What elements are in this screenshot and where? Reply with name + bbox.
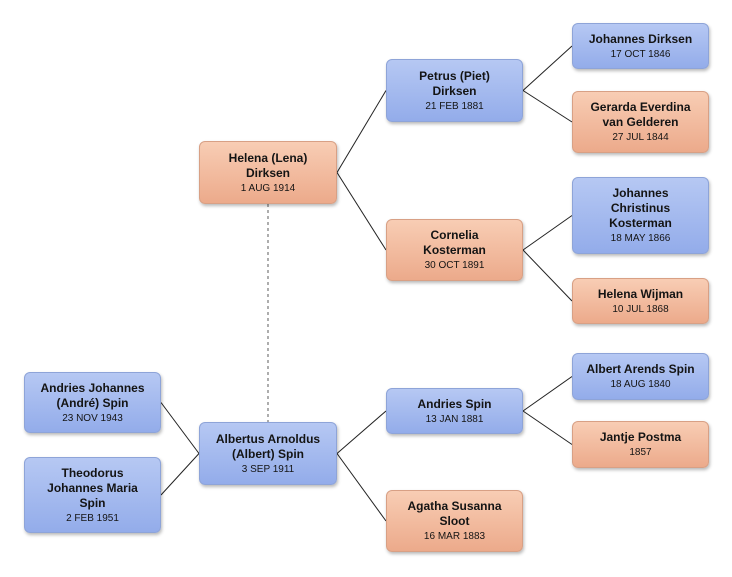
person-birth-date: 18 AUG 1840	[610, 379, 671, 390]
person-birth-date: 30 OCT 1891	[424, 260, 485, 271]
relation-line	[522, 90, 573, 123]
person-birth-date: 1 AUG 1914	[240, 182, 296, 194]
relation-line	[522, 376, 573, 412]
person-andries-spin[interactable]: Andries Spin 13 JAN 1881	[386, 388, 523, 434]
person-name-line: Jantje Postma	[599, 430, 682, 444]
person-name-line: Christinus	[610, 201, 671, 215]
relation-line	[336, 453, 387, 522]
relation-line	[160, 453, 200, 496]
person-name-line: Theodorus	[61, 465, 124, 480]
person-name-line: van Gelderen	[602, 115, 679, 129]
person-petrus-dirksen[interactable]: Petrus (Piet)Dirksen 21 FEB 1881	[386, 59, 523, 122]
person-name-line: Albert Arends Spin	[586, 362, 695, 376]
person-name-line: Cornelia	[430, 228, 479, 242]
person-name-line: Gerarda Everdina	[590, 100, 691, 114]
person-helena-wijman[interactable]: Helena Wijman 10 JUL 1868	[572, 278, 709, 324]
person-birth-date: 16 MAR 1883	[423, 531, 486, 542]
person-albertus-arnoldus-spin[interactable]: Albertus Arnoldus(Albert) Spin 3 SEP 1911	[199, 422, 337, 485]
relation-line	[336, 410, 387, 454]
person-name-line: Johannes	[612, 186, 669, 200]
person-name-line: Helena (Lena)	[228, 150, 308, 165]
person-johannes-dirksen[interactable]: Johannes Dirksen 17 OCT 1846	[572, 23, 709, 69]
person-birth-date: 27 JUL 1844	[612, 132, 669, 143]
person-name-line: Kosterman	[423, 243, 486, 257]
person-name-line: Andries Johannes	[40, 380, 145, 395]
person-name-line: (Albert) Spin	[232, 446, 304, 461]
person-birth-date: 18 MAY 1866	[610, 233, 671, 244]
person-jantje-postma[interactable]: Jantje Postma 1857	[572, 421, 709, 468]
person-birth-date: 17 OCT 1846	[610, 48, 671, 60]
person-birth-date: 2 FEB 1951	[66, 512, 119, 524]
person-name-line: Helena Wijman	[597, 286, 684, 301]
person-birth-date: 1857	[629, 447, 652, 458]
person-name-line: Spin	[79, 495, 106, 510]
person-birth-date: 13 JAN 1881	[425, 413, 484, 425]
person-name-line: Dirksen	[432, 83, 477, 98]
person-name-line: Andries Spin	[417, 396, 492, 411]
person-name-line: Johannes Maria	[47, 480, 138, 495]
relation-line	[522, 410, 573, 445]
relation-line	[522, 215, 573, 251]
person-name-line: Johannes Dirksen	[588, 31, 693, 46]
person-name-line: Kosterman	[609, 216, 672, 230]
person-albert-arends-spin[interactable]: Albert Arends Spin 18 AUG 1840	[572, 353, 709, 400]
relation-line	[522, 249, 573, 302]
person-birth-date: 21 FEB 1881	[425, 100, 484, 112]
person-helena-lena-dirksen[interactable]: Helena (Lena)Dirksen 1 AUG 1914	[199, 141, 337, 204]
person-name-line: Albertus Arnoldus	[215, 431, 321, 446]
person-birth-date: 23 NOV 1943	[62, 412, 123, 424]
person-birth-date: 10 JUL 1868	[612, 303, 669, 315]
person-andries-johannes-spin[interactable]: Andries Johannes(André) Spin 23 NOV 1943	[24, 372, 161, 433]
person-birth-date: 3 SEP 1911	[241, 463, 295, 475]
relation-line	[160, 402, 200, 454]
person-name-line: Agatha Susanna	[407, 499, 502, 513]
person-name-line: (André) Spin	[56, 395, 129, 410]
relation-line	[522, 45, 573, 91]
person-name-line: Dirksen	[245, 165, 291, 180]
relation-line	[336, 90, 387, 173]
relation-line	[336, 172, 387, 251]
person-name-line: Petrus (Piet)	[419, 68, 490, 83]
person-name-line: Sloot	[439, 514, 470, 528]
